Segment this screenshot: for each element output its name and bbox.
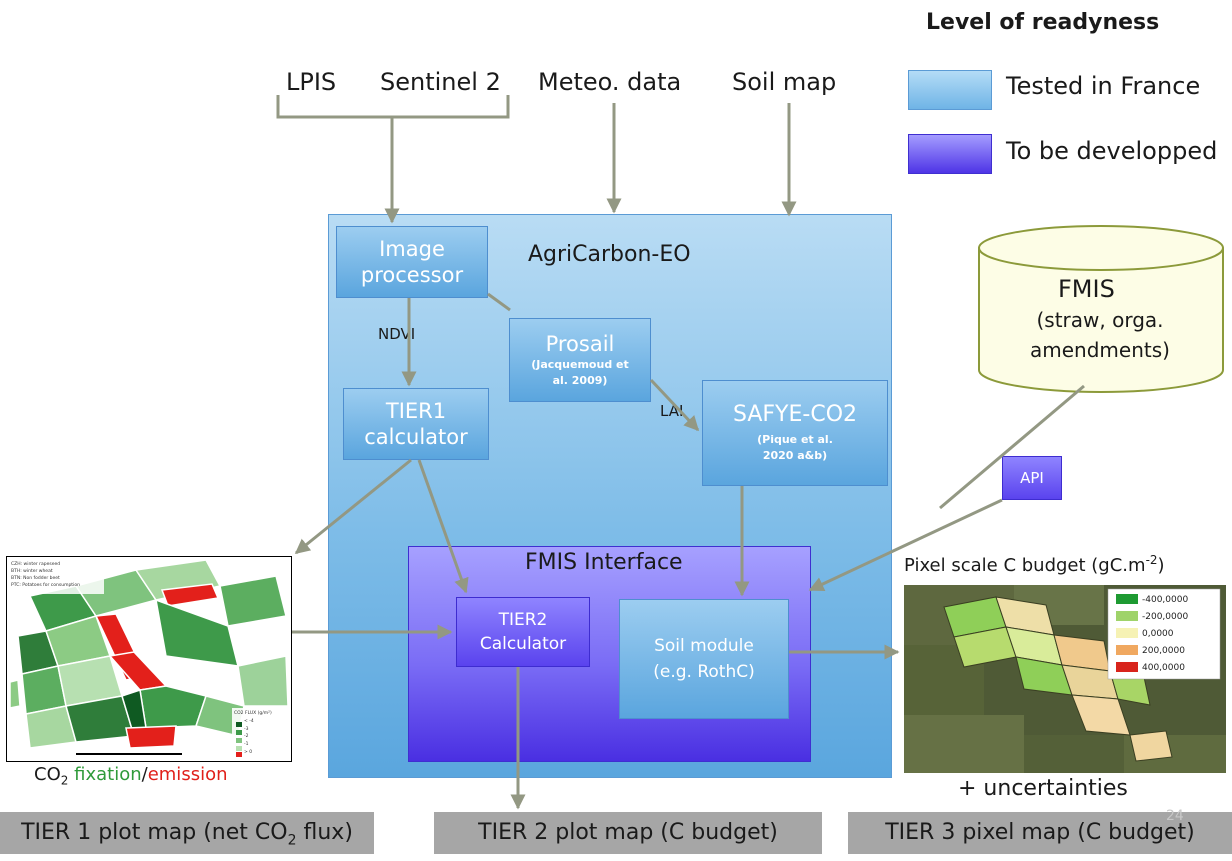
tier3-legend-item: 400,0000 [1142,663,1185,673]
input-meteo: Meteo. data [538,68,682,96]
tier1-footer-bar: TIER 1 plot map (net CO2 flux) [0,812,374,854]
soil-module-label: Soil module (e.g. RothC) [653,636,755,682]
fmis-subtitle: (straw, orga. amendments) [1030,308,1170,362]
page-number: 24 [1166,808,1184,824]
image-processor-box: Image processor [336,226,488,298]
tier1-flux-legend-item: -2 [244,734,249,740]
legend-label-developped: To be developped [1006,137,1218,165]
caption-slash: / [141,764,148,785]
tier1-flux-legend-title: CO2 FLUX (g/m²) [234,711,272,716]
tier1-flux-legend-item: > 0 [244,749,253,755]
legend-title: Level of readyness [926,10,1160,35]
api-box: API [1002,456,1062,500]
tier1-flux-legend: CO2 FLUX (g/m²) < -4 -3 -2 -1 > 0 [234,710,272,757]
tier3-title-superscript: -2 [1145,553,1158,567]
caption-fixation: fixation [68,764,142,785]
tier3-title-text: Pixel scale C budget (gC.m [904,555,1146,576]
input-sentinel: Sentinel 2 [380,68,501,96]
tier3-map-legend: -400,0000 -200,0000 0,0000 200,0000 400,… [1142,592,1188,677]
tier1-flux-legend-item: -3 [244,726,249,732]
tier1-footer-subscript: 2 [287,832,297,849]
uncertainties-label: + uncertainties [958,776,1128,801]
tier1-footer-text: TIER 1 plot map (net CO [21,820,288,845]
legend-swatch-developped [908,134,992,174]
tier3-footer-bar: TIER 3 pixel map (C budget) [848,812,1232,854]
legend-label-tested: Tested in France [1006,72,1201,100]
agricarbon-eo-title: AgriCarbon-EO [528,242,691,267]
tier1-map-caption: CO2 fixation/emission [34,764,228,788]
safye-co2-reference: (Pique et al. 2020 a&b) [757,433,833,462]
tier1-calculator-label: TIER1 calculator [364,399,468,449]
tier1-map-key-line: BTN: Non fodder beet [11,576,60,581]
tier1-map-key-line: CZH: winter rapeseed [11,562,61,567]
tier3-legend-item: -400,0000 [1142,595,1189,605]
tier2-footer-bar: TIER 2 plot map (C budget) [434,812,822,854]
tier3-title-close: ) [1157,555,1165,576]
ndvi-label: NDVI [378,325,416,343]
tier1-footer-close: flux) [296,820,353,845]
tier1-map-key: CZH: winter rapeseed BTH: winter wheat B… [11,561,80,589]
tier3-legend-item: 200,0000 [1142,646,1185,656]
prosail-box: Prosail (Jacquemoud et al. 2009) [509,318,651,402]
tier1-flux-legend-item: < -4 [244,718,254,724]
input-lpis: LPIS [286,68,337,96]
tier1-calculator-box: TIER1 calculator [343,388,489,460]
legend-swatch-tested [908,70,992,110]
soil-module-box: Soil module (e.g. RothC) [619,599,789,719]
tier2-calculator-box: TIER2 Calculator [456,597,590,667]
prosail-reference: (Jacquemoud et al. 2009) [531,358,629,387]
image-processor-label: Image processor [360,237,464,287]
input-soil-map: Soil map [732,68,837,96]
tier3-map-title: Pixel scale C budget (gC.m-2) [904,553,1165,576]
fmis-title: FMIS [1058,275,1115,303]
caption-emission: emission [147,764,228,785]
tier1-map-key-line: BTH: winter wheat [11,569,53,574]
caption-co2-subscript: 2 [60,773,69,788]
api-label: API [1020,469,1044,487]
prosail-label: Prosail [545,332,615,356]
caption-co2: CO [34,764,61,785]
tier1-flux-legend-item: -1 [244,742,249,748]
safye-co2-box: SAFYE-CO2 (Pique et al. 2020 a&b) [702,380,888,486]
tier3-legend-item: 0,0000 [1142,629,1174,639]
fmis-database-icon [978,225,1224,393]
tier1-plot-map [6,556,292,762]
tier2-calculator-label: TIER2 Calculator [479,610,567,654]
fmis-interface-title: FMIS Interface [525,550,683,575]
tier1-map-key-line: PTC: Potatoes for consumption [11,583,80,588]
tier3-footer-text: TIER 3 pixel map (C budget) [885,820,1195,845]
safye-co2-label: SAFYE-CO2 [732,402,858,427]
tier3-pixel-map [904,585,1226,773]
tier3-legend-item: -200,0000 [1142,612,1189,622]
